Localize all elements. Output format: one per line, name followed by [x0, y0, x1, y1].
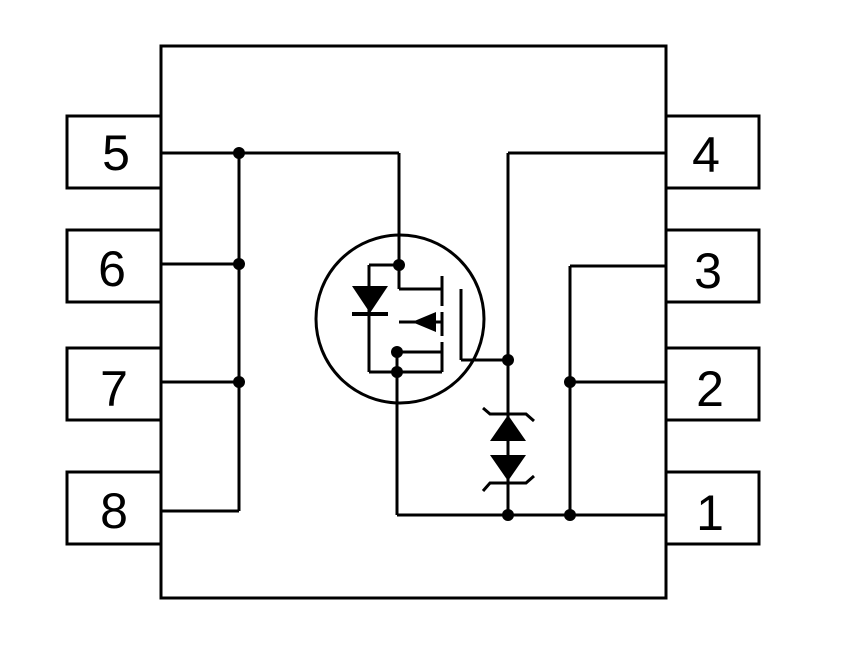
pin-label-6: 6	[98, 241, 126, 297]
pin-label-2: 2	[696, 361, 724, 417]
zener-diode-icon	[481, 406, 535, 492]
pin-box-1	[664, 470, 761, 546]
pin-label-1: 1	[696, 485, 724, 541]
wiring	[161, 151, 666, 517]
pin-box-5	[65, 114, 163, 190]
mosfet-icon	[314, 233, 486, 405]
body-diode-icon	[352, 286, 388, 316]
pin-box-8	[65, 470, 163, 546]
pin-label-8: 8	[100, 483, 128, 539]
left-pins	[65, 114, 163, 546]
junction-dots	[233, 147, 576, 521]
pin-label-4: 4	[692, 127, 720, 183]
pin-box-6	[65, 228, 163, 304]
pin-label-5: 5	[102, 125, 130, 181]
pin-label-3: 3	[694, 243, 722, 299]
package-body	[159, 44, 668, 600]
pin-box-7	[65, 346, 163, 422]
right-pins	[664, 114, 761, 546]
pin-box-2	[664, 346, 761, 422]
pin-label-7: 7	[100, 361, 128, 417]
